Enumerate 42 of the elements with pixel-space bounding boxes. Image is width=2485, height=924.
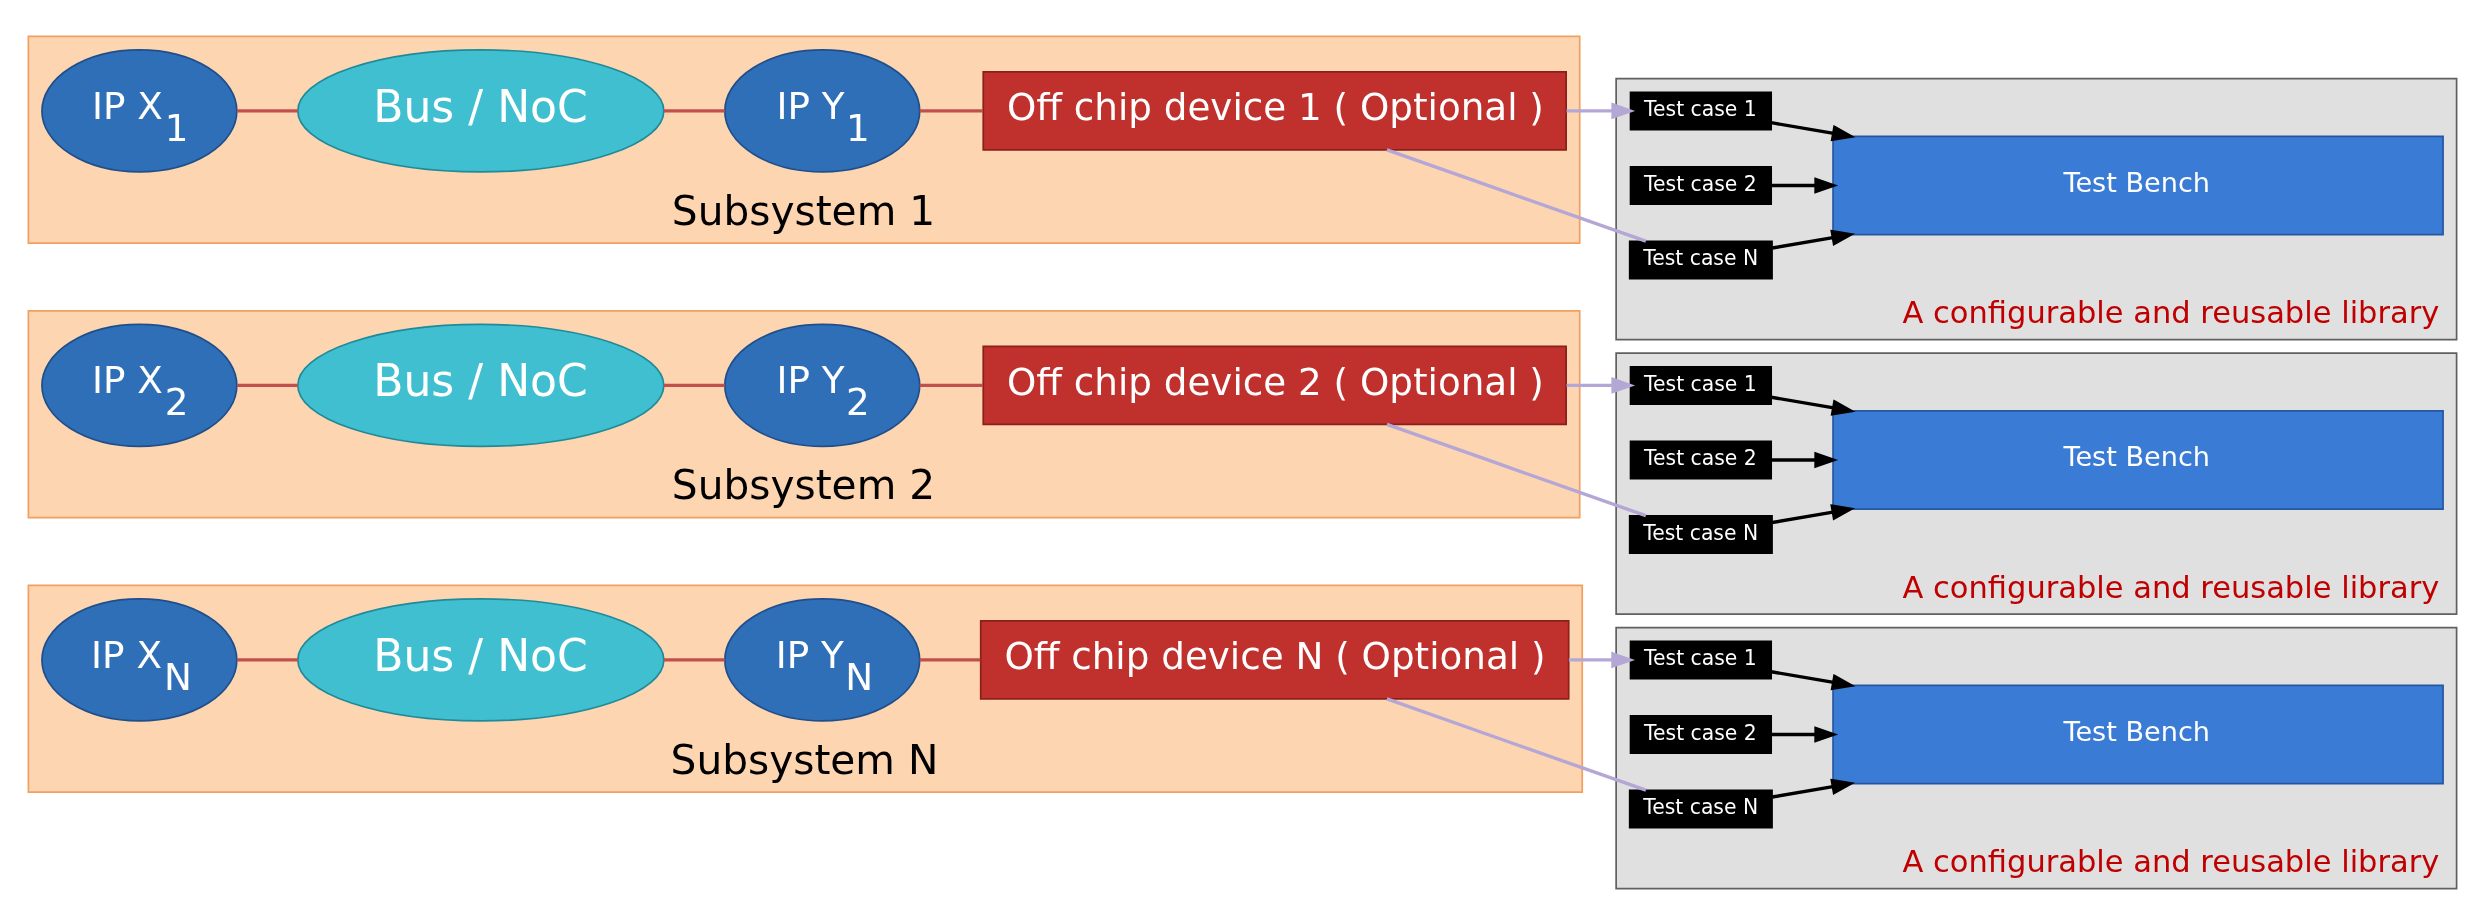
node-ellipse: Bus / NoC [296,48,665,173]
node-box: Test Bench [1832,684,2444,784]
connector [663,108,725,113]
connector [919,108,983,113]
node-box: Test case N [1628,789,1773,828]
connector [1386,147,1647,243]
node-box: Test case N [1628,514,1773,554]
node-box: Test Bench [1832,409,2444,510]
node-box: Test case 2 [1629,439,1773,479]
connector [919,383,983,387]
node-box: Off chip device N ( Optional ) [979,619,1570,700]
arrow [1771,725,1839,743]
arrow [1771,669,1856,690]
arrow [1771,778,1856,799]
connector [237,657,298,662]
arrow [1771,229,1856,250]
arrow [1566,376,1636,394]
connector [663,383,725,387]
node-box: Test case 2 [1629,714,1773,754]
node-box: Test case N [1628,240,1773,279]
node-ellipse: Bus / NoC [296,323,665,447]
connector [663,657,725,662]
node-box: Off chip device 1 ( Optional ) [982,70,1567,151]
arrow [1771,503,1856,524]
connector [919,657,981,662]
connector [237,108,298,113]
node-box: Test case 1 [1629,365,1773,405]
connector [237,383,298,387]
node-box: Off chip device 2 ( Optional ) [982,345,1567,425]
arrow [1568,651,1636,668]
node-ellipse: Bus / NoC [296,597,665,722]
node-box: Test Bench [1832,134,2444,235]
connector [1386,696,1647,792]
node-box: Test case 1 [1629,639,1773,679]
node-box: Test case 2 [1629,165,1773,205]
arrow [1771,176,1839,194]
node-box: Test case 1 [1629,90,1773,130]
arrow [1771,395,1856,416]
arrow [1771,120,1856,141]
arrow [1771,451,1839,468]
connector [1386,422,1647,517]
arrow [1566,102,1636,119]
